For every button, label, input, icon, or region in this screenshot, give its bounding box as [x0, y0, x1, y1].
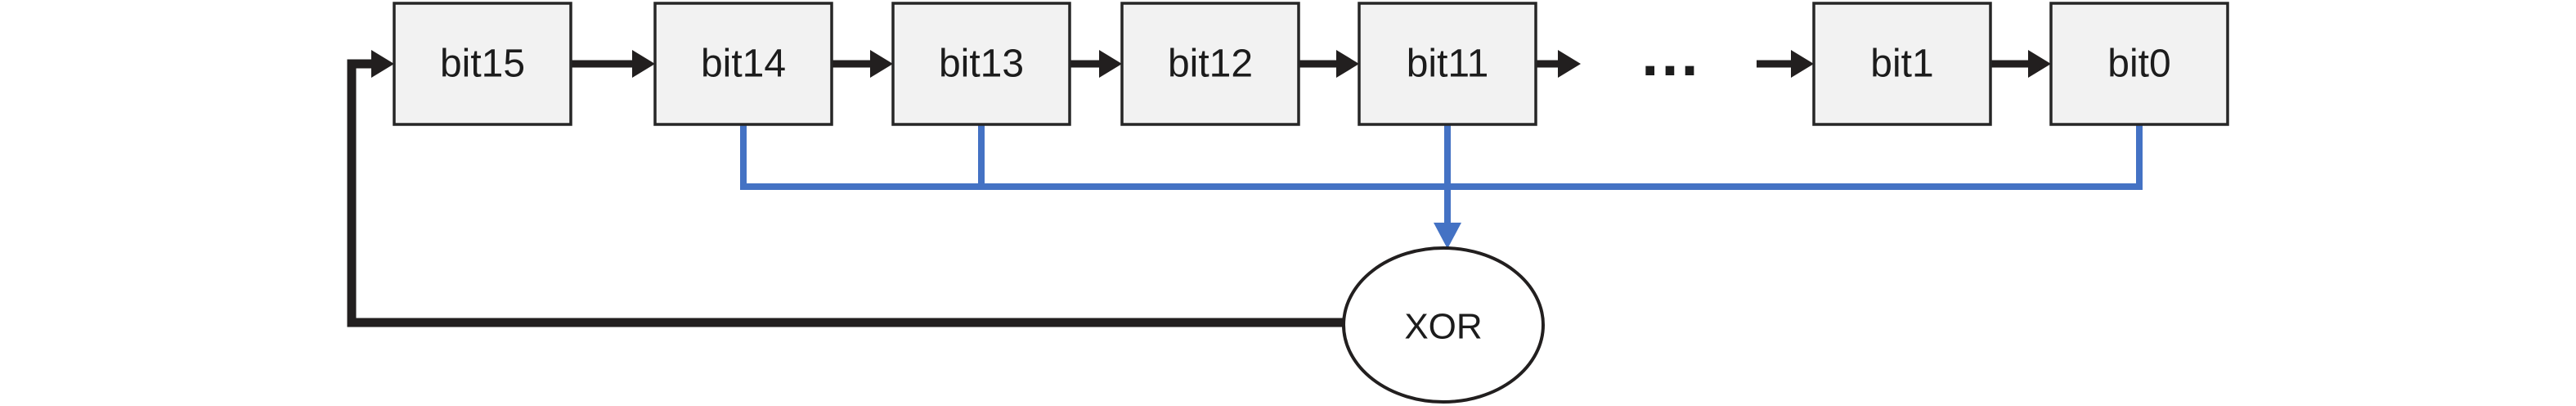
xor-label: XOR	[1404, 307, 1482, 347]
register-bit12: bit12	[1120, 2, 1300, 126]
register-label: bit14	[701, 43, 786, 86]
register-bit0: bit0	[2049, 2, 2229, 126]
register-bit1: bit1	[1812, 2, 1992, 126]
register-box	[1358, 2, 1537, 126]
register-box	[1120, 2, 1300, 126]
arrow-head	[1099, 50, 1122, 78]
register-bit11: bit11	[1358, 2, 1537, 126]
shift-arrow-ellipsis-bit1	[1757, 50, 1814, 78]
ellipsis-label: …	[1639, 20, 1701, 89]
register-box	[393, 2, 572, 126]
register-label: bit13	[939, 43, 1024, 86]
shift-arrow-bit12-bit11	[1299, 50, 1359, 78]
arrow-head	[870, 50, 893, 78]
xor-input-arrowhead	[1434, 223, 1461, 249]
register-box	[891, 2, 1071, 126]
register-label: bit11	[1407, 43, 1489, 86]
shift-arrow-bit11-ellipsis	[1536, 50, 1581, 78]
register-box	[653, 2, 833, 126]
register-bit14: bit14	[653, 2, 833, 126]
arrow-head	[2028, 50, 2051, 78]
arrow-head	[632, 50, 655, 78]
arrow-head	[1336, 50, 1359, 78]
register-label: bit12	[1168, 43, 1253, 86]
arrow-head	[1558, 50, 1581, 78]
arrow-head	[1791, 50, 1814, 78]
register-bit15: bit15	[393, 2, 572, 126]
tap-bus	[740, 124, 2143, 190]
shift-arrow-bit15-bit14	[571, 50, 655, 78]
shift-arrow-bit1-bit0	[1990, 50, 2051, 78]
feedback-arrowhead	[371, 50, 394, 78]
register-box	[1812, 2, 1992, 126]
xor-ellipse	[1342, 246, 1545, 404]
register-label: bit0	[2107, 43, 2170, 86]
shift-arrow-bit14-bit13	[832, 50, 893, 78]
feedback-line	[347, 59, 1345, 327]
shift-arrow-bit13-bit12	[1070, 50, 1122, 78]
register-label: bit15	[440, 43, 525, 86]
register-bit13: bit13	[891, 2, 1071, 126]
register-box	[2049, 2, 2229, 126]
register-label: bit1	[1870, 43, 1933, 86]
